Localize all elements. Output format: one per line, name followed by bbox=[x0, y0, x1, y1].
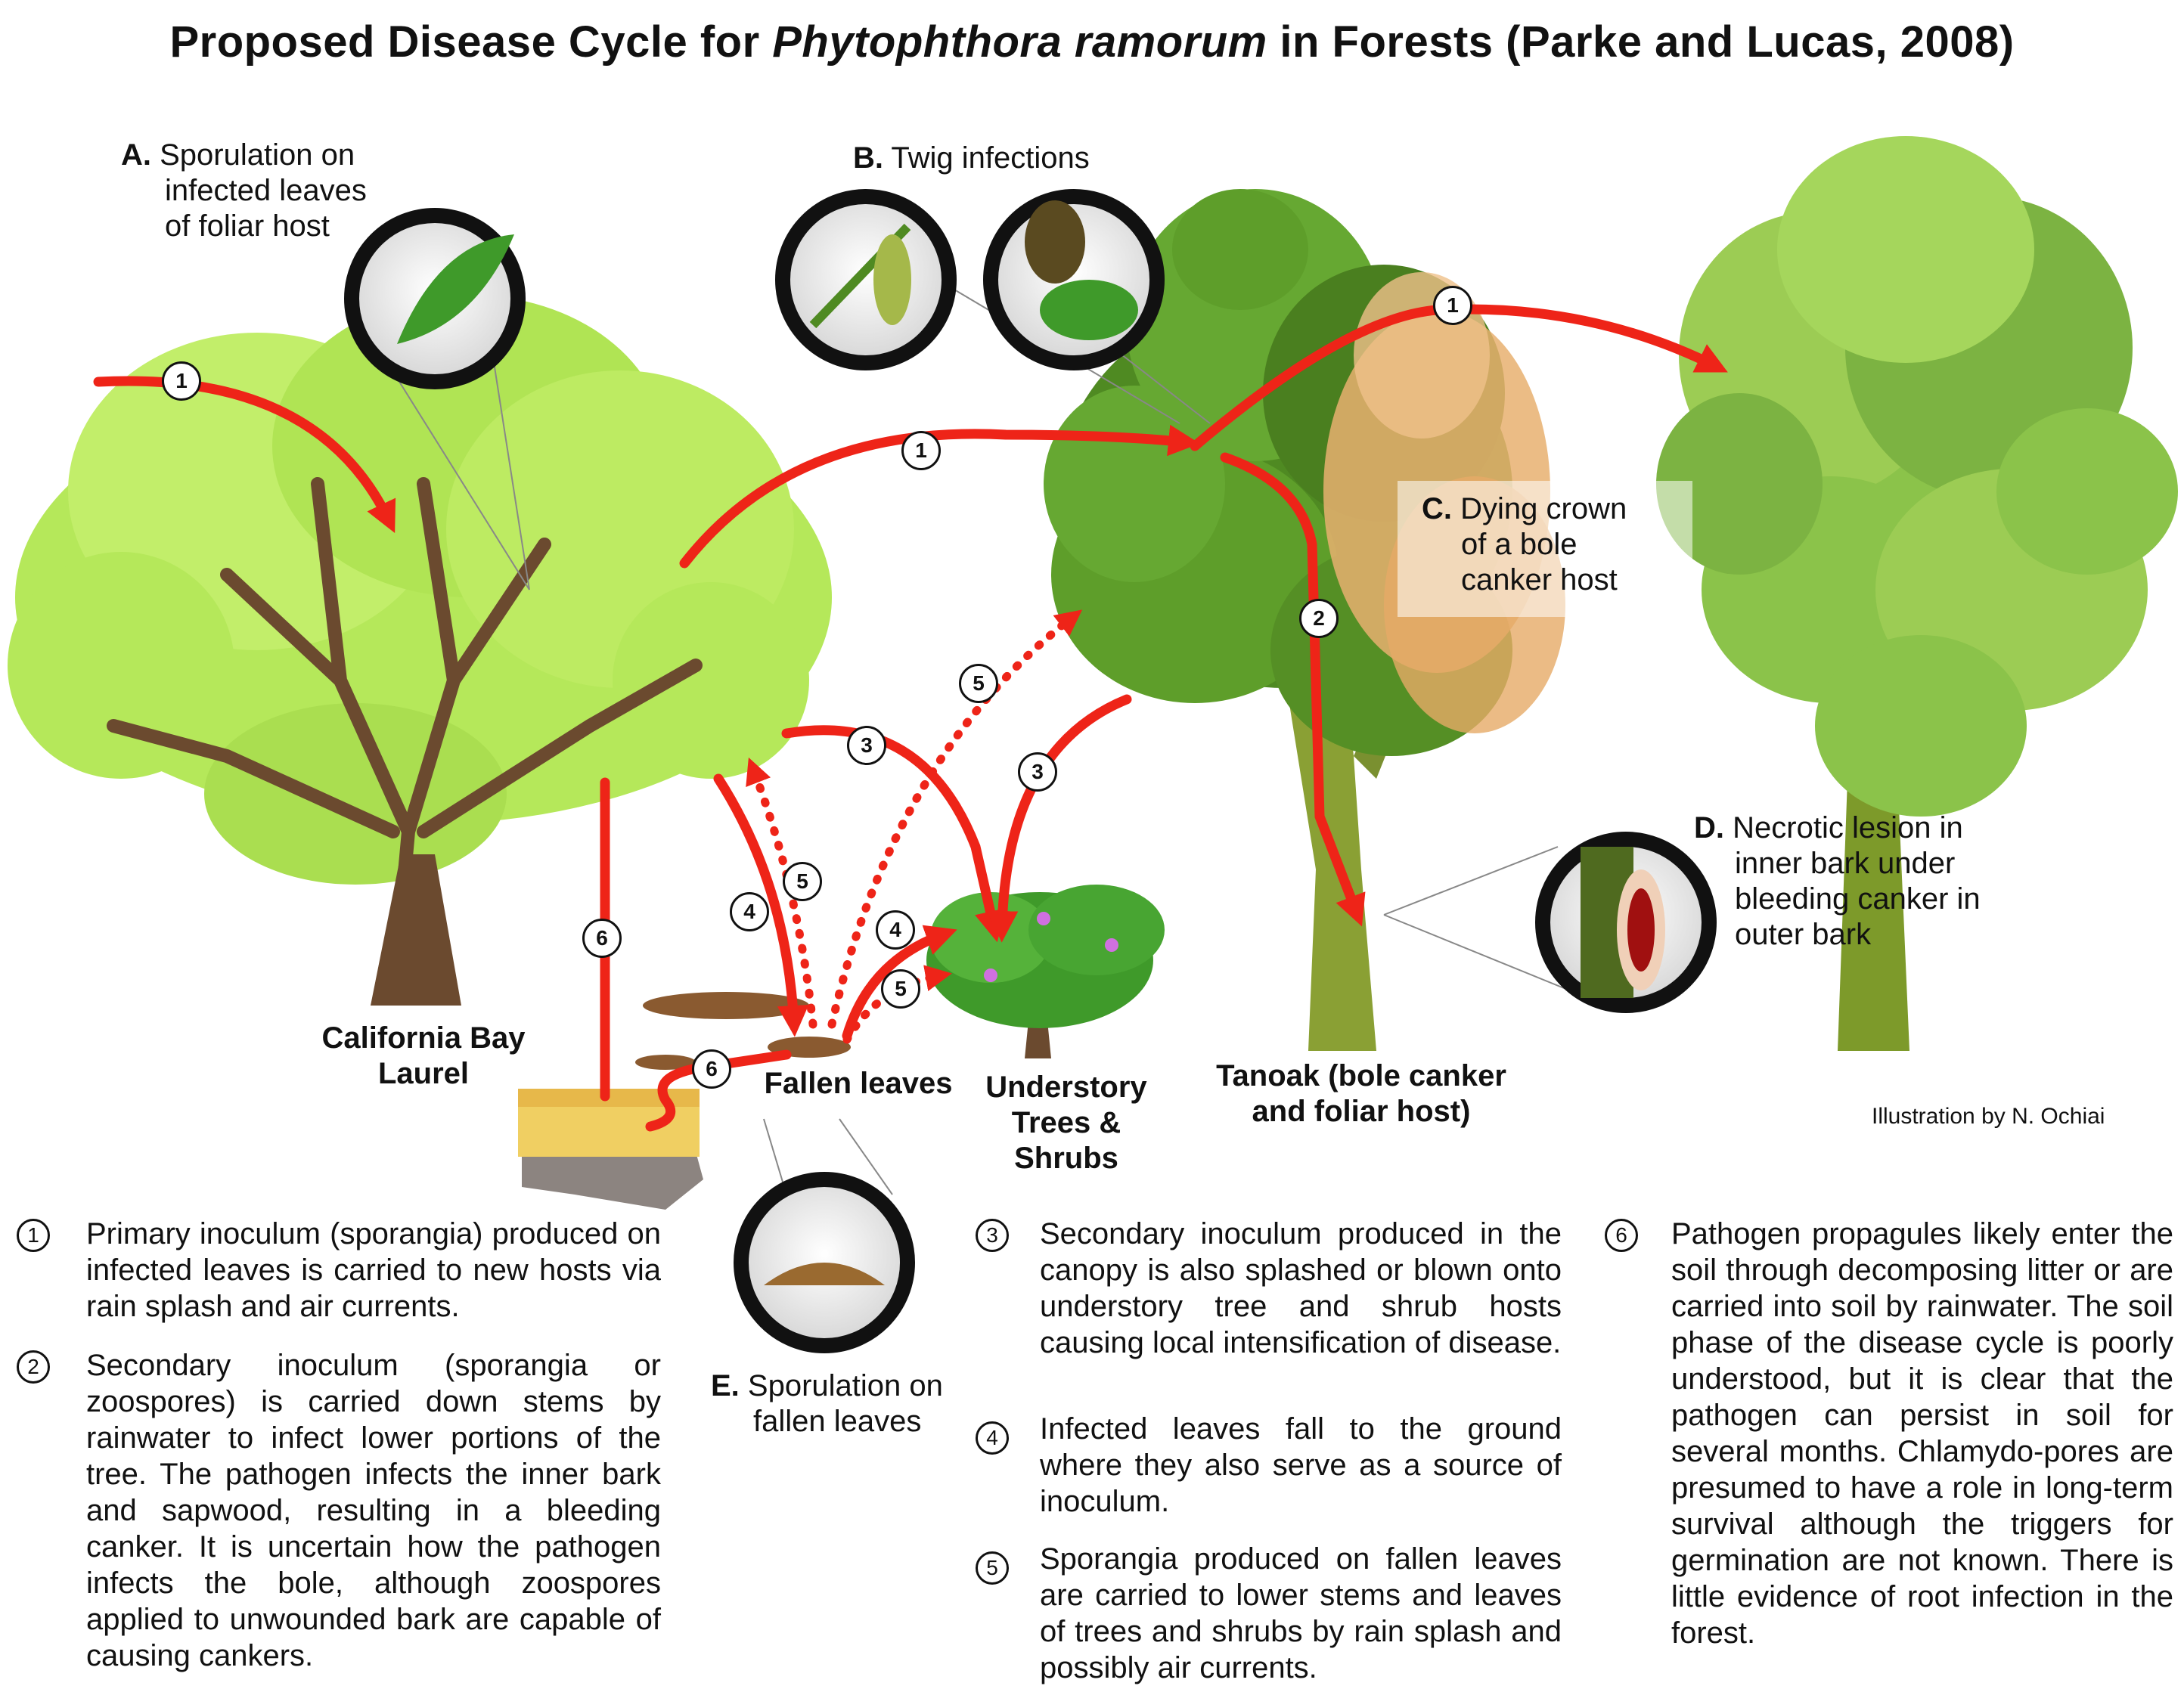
marker-4: 4 bbox=[730, 892, 769, 931]
soil-block bbox=[518, 1089, 703, 1210]
lens-b2 bbox=[983, 189, 1211, 424]
arrow-2-down-stem bbox=[1220, 452, 1366, 927]
note-5: Sporangia produced on fallen leaves are … bbox=[1040, 1542, 1562, 1684]
marker-3: 3 bbox=[1018, 752, 1057, 792]
arrow-1-incoming bbox=[93, 376, 396, 534]
note-4-number: 4 bbox=[976, 1421, 1009, 1455]
right-tree bbox=[1656, 136, 2178, 1051]
arrow-4-left bbox=[713, 773, 809, 1037]
marker-2: 2 bbox=[1299, 599, 1339, 638]
note-3-number: 3 bbox=[976, 1219, 1009, 1252]
note-1: Primary inoculum (sporangia) produced on… bbox=[86, 1217, 661, 1323]
laurel-tree bbox=[8, 295, 832, 1006]
marker-1: 1 bbox=[1433, 286, 1472, 325]
note-1-number: 1 bbox=[17, 1219, 50, 1252]
note-2-number: 2 bbox=[17, 1350, 50, 1384]
label-c: C. Dying crown of a bole canker host bbox=[1422, 492, 1627, 597]
marker-5: 5 bbox=[783, 862, 822, 901]
tanoak-tree bbox=[1044, 189, 1565, 1051]
label-e: E. Sporulation on fallen leaves bbox=[711, 1369, 943, 1438]
illustration-credit: Illustration by N. Ochiai bbox=[1872, 1104, 2105, 1129]
understory-shrub bbox=[926, 885, 1165, 1058]
host-fallen-label: Fallen leaves bbox=[764, 1067, 953, 1100]
label-c-bg bbox=[1398, 481, 1692, 617]
note-4: Infected leaves fall to the ground where… bbox=[1040, 1412, 1562, 1518]
lens-d bbox=[1383, 832, 1717, 1013]
arrow-6-litter bbox=[645, 1049, 792, 1132]
note-5-number: 5 bbox=[976, 1551, 1009, 1585]
note-3: Secondary inoculum produced in the canop… bbox=[1040, 1217, 1562, 1359]
lens-e bbox=[734, 1118, 915, 1353]
marker-5: 5 bbox=[959, 664, 998, 703]
note-6: Pathogen propagules likely enter the soi… bbox=[1671, 1217, 2173, 1650]
label-d: D. Necrotic lesion in inner bark under b… bbox=[1694, 811, 1981, 951]
marker-3: 3 bbox=[847, 726, 886, 765]
marker-5: 5 bbox=[881, 969, 920, 1009]
marker-1: 1 bbox=[901, 431, 941, 470]
arrow-3-laurel-canopy bbox=[781, 725, 1006, 943]
lens-a bbox=[344, 208, 530, 590]
label-a: A. Sporulation on infected leaves of fol… bbox=[121, 138, 367, 243]
note-6-number: 6 bbox=[1605, 1219, 1638, 1252]
arrow-4-right bbox=[842, 925, 957, 1041]
arrow-5-up-tanoak bbox=[827, 609, 1083, 1029]
marker-6: 6 bbox=[582, 919, 622, 958]
arrow-1-laurel-to-tanoak bbox=[679, 424, 1200, 569]
lens-b1 bbox=[775, 189, 1180, 424]
label-b: B. Twig infections bbox=[853, 141, 1090, 175]
note-2: Secondary inoculum (sporangia or zoospor… bbox=[86, 1349, 661, 1672]
page-title: Proposed Disease Cycle for Phytophthora … bbox=[169, 17, 2015, 67]
fallen-leaves-pile bbox=[635, 992, 851, 1070]
marker-6: 6 bbox=[692, 1049, 731, 1089]
marker-1: 1 bbox=[162, 361, 201, 401]
marker-4: 4 bbox=[876, 910, 915, 950]
